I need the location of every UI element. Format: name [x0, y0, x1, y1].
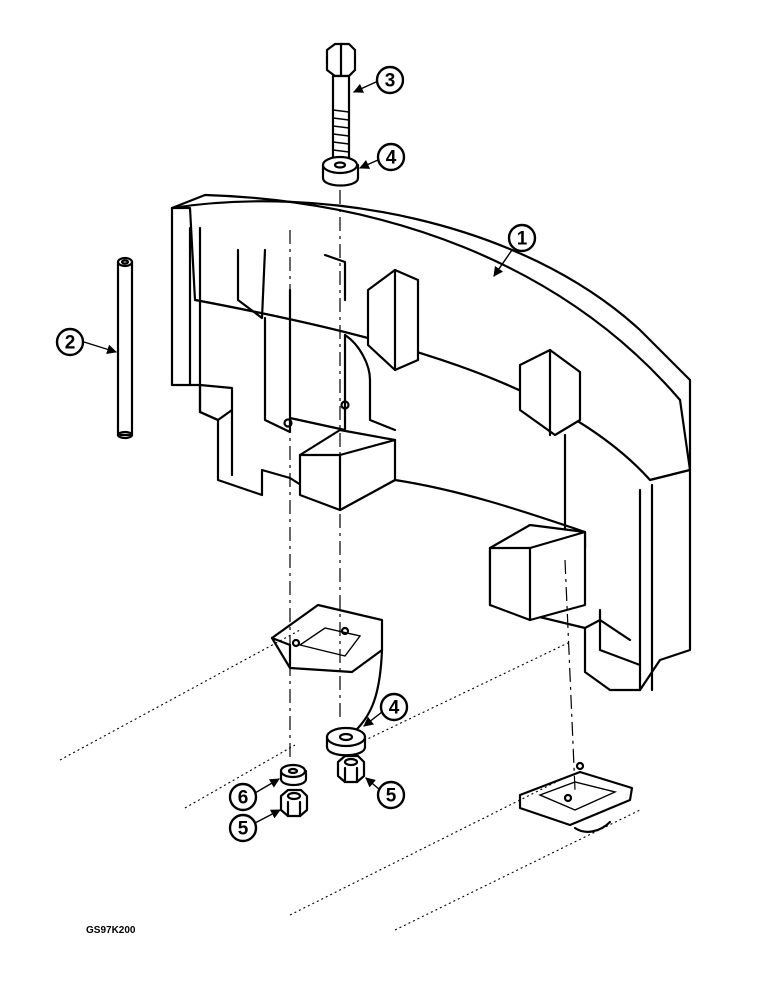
callout-2-label: 2 — [65, 333, 76, 354]
nut-right — [336, 754, 366, 784]
callout-1-label: 1 — [517, 229, 528, 250]
callout-1: 1 — [493, 223, 537, 277]
spacer-upper — [321, 155, 360, 187]
counterweight-body — [170, 193, 692, 692]
callout-2: 2 — [55, 327, 117, 357]
nut-left — [279, 788, 309, 818]
frame-rails — [59, 629, 641, 931]
callout-4-upper: 4 — [359, 142, 406, 172]
bolt — [325, 42, 357, 177]
figure-code: GS97K200 — [86, 925, 136, 936]
callout-4-lower-label: 4 — [389, 698, 400, 719]
callout-3-label: 3 — [385, 71, 396, 92]
mounting-bracket-left — [270, 603, 384, 742]
washer — [279, 763, 308, 787]
rod — [116, 256, 134, 440]
callout-5-left-label: 5 — [238, 819, 249, 840]
assembly-centerlines — [289, 190, 576, 791]
callout-3: 3 — [353, 65, 405, 95]
callout-4-upper-label: 4 — [386, 148, 397, 169]
spacer-lower — [325, 726, 367, 757]
callout-4-lower: 4 — [363, 692, 409, 727]
callout-5-right: 5 — [365, 777, 406, 810]
callout-5-right-label: 5 — [386, 786, 397, 807]
callout-6: 6 — [228, 778, 280, 812]
callout-6-label: 6 — [238, 788, 249, 809]
mounting-bracket-right — [518, 761, 634, 833]
callout-5-left: 5 — [228, 809, 281, 843]
